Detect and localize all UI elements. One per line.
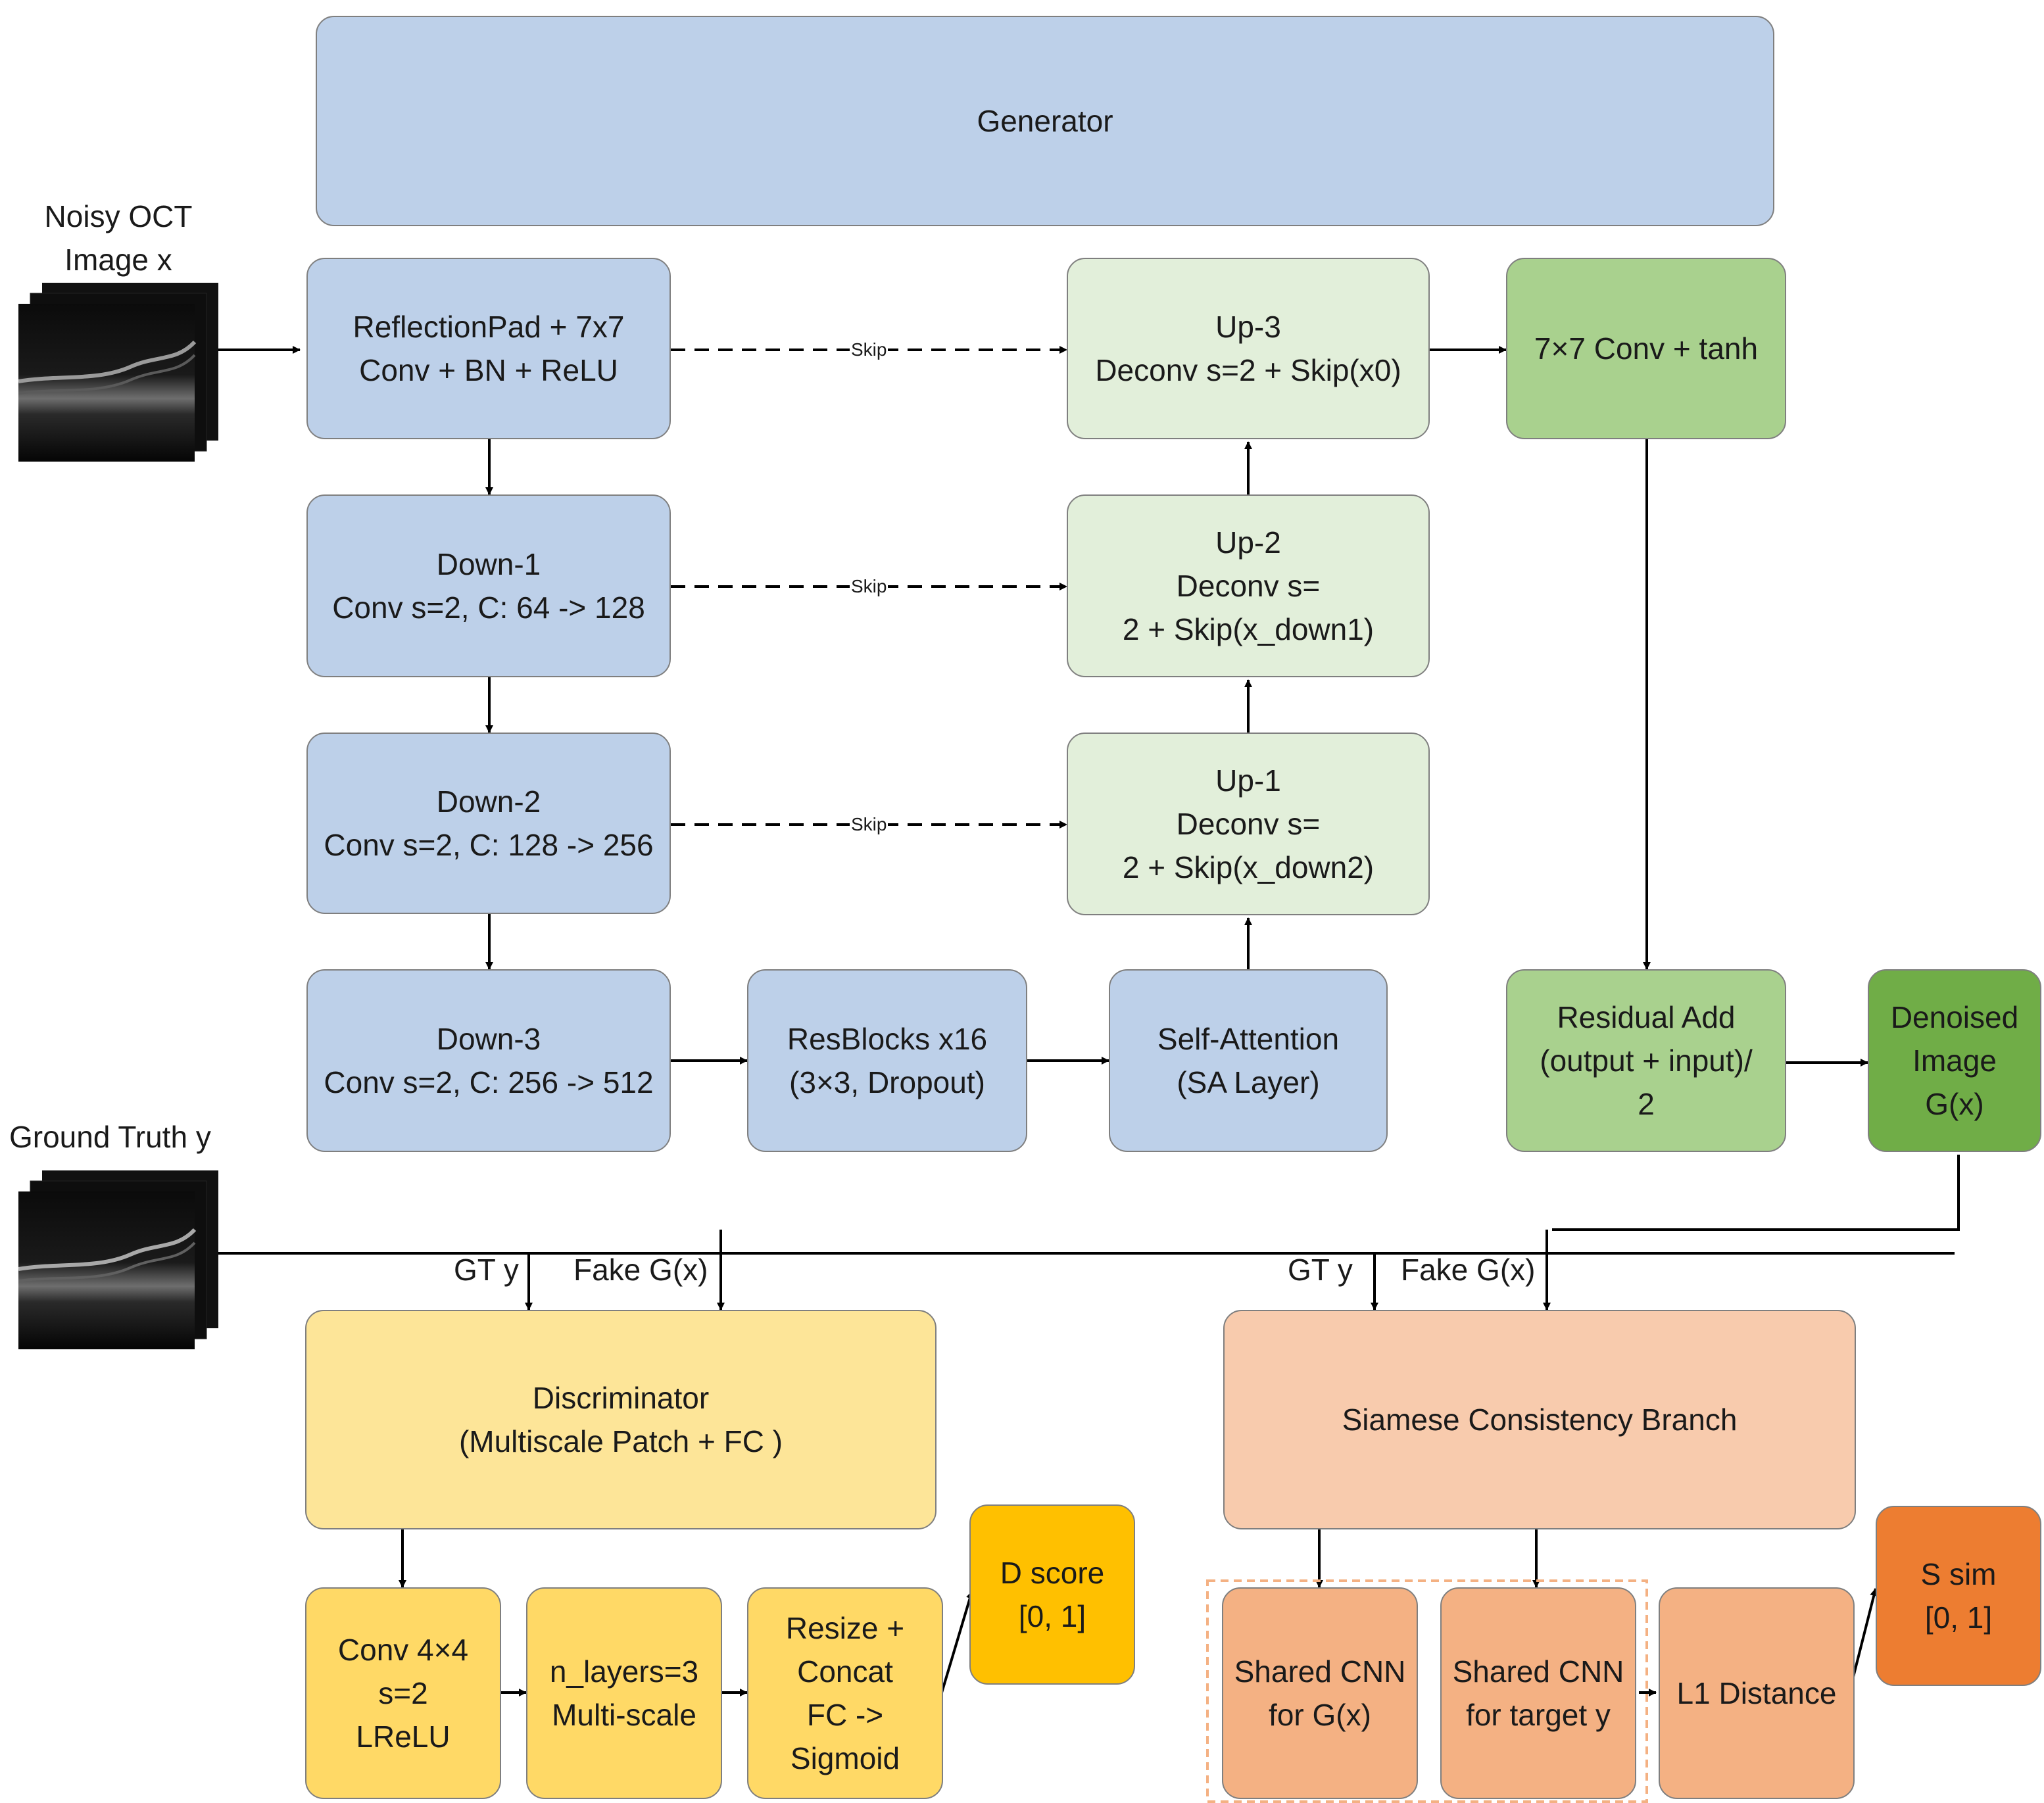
l1-distance-label: L1 Distance: [1676, 1676, 1837, 1710]
self-attention-block: Self-Attention (SA Layer): [1109, 969, 1388, 1152]
up1-title: Up-1: [1215, 763, 1281, 798]
disc-resize-line2: Concat: [797, 1654, 893, 1689]
cnn-y-line1: Shared CNN: [1452, 1654, 1624, 1689]
down3-title: Down-3: [436, 1022, 541, 1056]
residual-line1: Residual Add: [1557, 1000, 1736, 1034]
up2-title: Up-2: [1215, 525, 1281, 560]
up2-detail1: Deconv s=: [1176, 569, 1321, 603]
siamese-title: Siamese Consistency Branch: [1342, 1403, 1738, 1437]
siamese-fake-label: Fake G(x): [1401, 1253, 1536, 1287]
noisy-label-line1: Noisy OCT: [44, 199, 193, 233]
shared-cnn-group-outline: [1206, 1579, 1648, 1803]
residual-add-block: Residual Add (output + input)/ 2: [1506, 969, 1786, 1152]
denoised-line3: G(x): [1925, 1087, 1984, 1121]
up3-title: Up-3: [1215, 310, 1281, 344]
down1-title: Down-1: [436, 547, 541, 581]
conv-tanh-label: 7×7 Conv + tanh: [1534, 331, 1759, 366]
siamese-block: Siamese Consistency Branch: [1223, 1310, 1856, 1529]
shared-cnn-y-block: Shared CNN for target y: [1440, 1587, 1636, 1799]
disc-layers-line2: Multi-scale: [552, 1698, 696, 1732]
d-score-range: [0, 1]: [1018, 1599, 1086, 1633]
disc-conv-line1: Conv 4×4: [337, 1633, 469, 1667]
s-sim-title: S sim: [1920, 1557, 1997, 1591]
s-sim-block: S sim [0, 1]: [1876, 1506, 2041, 1686]
skip-label-1: Skip: [850, 339, 888, 360]
d-score-title: D score: [1000, 1556, 1105, 1590]
d-score-block: D score [0, 1]: [969, 1504, 1135, 1685]
disc-resize-line4: Sigmoid: [790, 1741, 900, 1775]
resblocks-title: ResBlocks x16: [787, 1022, 988, 1056]
generator-title: Generator: [977, 104, 1113, 138]
ground-truth-label: Ground Truth y: [9, 1120, 211, 1154]
siamese-gt-label: GT y: [1288, 1253, 1353, 1287]
arrow-resize-to-score: [940, 1591, 974, 1693]
disc-fake-label: Fake G(x): [573, 1253, 708, 1287]
up1-detail1: Deconv s=: [1176, 807, 1321, 841]
denoised-line2: Image: [1912, 1044, 1997, 1078]
skip-label-2: Skip: [850, 576, 888, 597]
denoised-line1: Denoised: [1890, 1000, 2019, 1034]
down3-detail: Conv s=2, C: 256 -> 512: [324, 1065, 654, 1099]
up3-detail: Deconv s=2 + Skip(x0): [1095, 353, 1401, 387]
attention-detail: (SA Layer): [1177, 1065, 1320, 1099]
reflection-line1: ReflectionPad + 7x7: [353, 310, 625, 344]
noisy-oct-image: [18, 283, 218, 462]
residual-line2: (output + input)/: [1540, 1044, 1753, 1078]
disc-resize-line3: FC ->: [806, 1698, 884, 1732]
resblocks-detail: (3×3, Dropout): [789, 1065, 985, 1099]
up2-detail2: 2 + Skip(x_down1): [1122, 612, 1375, 646]
residual-line3: 2: [1638, 1087, 1655, 1121]
noisy-label-line2: Image x: [64, 243, 172, 277]
cnn-y-line2: for target y: [1466, 1698, 1611, 1732]
attention-title: Self-Attention: [1157, 1022, 1340, 1056]
down2-title: Down-2: [436, 784, 541, 819]
disc-resize-block: Resize + Concat FC -> Sigmoid: [747, 1587, 943, 1799]
down2-detail: Conv s=2, C: 128 -> 256: [324, 828, 654, 862]
disc-conv-line2: s=2: [378, 1676, 428, 1710]
ground-truth-image: [18, 1170, 218, 1349]
up1-detail2: 2 + Skip(x_down2): [1122, 850, 1375, 884]
disc-resize-line1: Resize +: [785, 1611, 905, 1645]
generator-title-box: Generator: [316, 16, 1774, 226]
shared-cnn-gx-block: Shared CNN for G(x): [1222, 1587, 1418, 1799]
disc-conv-line3: LReLU: [356, 1719, 450, 1754]
conv-tanh-block: 7×7 Conv + tanh: [1506, 258, 1786, 439]
noisy-image-label: Noisy OCT Image x: [26, 195, 210, 281]
down1-detail: Conv s=2, C: 64 -> 128: [332, 590, 645, 625]
fake-feed-line: [1552, 1155, 1960, 1231]
disc-gt-label: GT y: [454, 1253, 519, 1287]
discriminator-title: Discriminator: [532, 1381, 710, 1415]
reflection-line2: Conv + BN + ReLU: [359, 353, 618, 387]
l1-distance-block: L1 Distance: [1659, 1587, 1855, 1799]
cnn-gx-line1: Shared CNN: [1234, 1654, 1406, 1689]
s-sim-range: [0, 1]: [1924, 1600, 1993, 1635]
cnn-gx-line2: for G(x): [1269, 1698, 1371, 1732]
discriminator-subtitle: (Multiscale Patch + FC ): [458, 1424, 783, 1458]
discriminator-block: Discriminator (Multiscale Patch + FC ): [305, 1310, 937, 1529]
resblocks-block: ResBlocks x16 (3×3, Dropout): [747, 969, 1027, 1152]
disc-layers-line1: n_layers=3: [549, 1654, 699, 1689]
skip-label-3: Skip: [850, 814, 888, 835]
